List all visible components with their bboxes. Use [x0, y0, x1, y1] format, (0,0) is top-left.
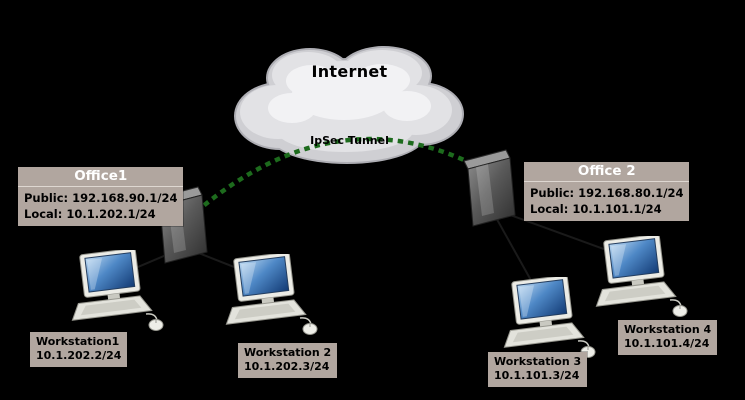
router-icon-office2: [463, 149, 516, 227]
workstation4-ip: 10.1.101.4/24: [624, 337, 710, 351]
workstation4-name: Workstation 4: [624, 323, 712, 336]
workstation1-name: Workstation1: [36, 335, 120, 348]
workstation3-icon: [496, 277, 596, 359]
office2-title: Office 2: [524, 162, 690, 182]
internet-cloud-icon: [234, 46, 464, 164]
ipsec-tunnel-label: IpSec Tunnel: [310, 134, 389, 147]
office1-local-ip: Local: 10.1.202.1/24: [24, 207, 156, 222]
internet-label: Internet: [311, 62, 388, 81]
ipsec-tunnel-line: [194, 136, 490, 214]
workstation4-icon: [588, 236, 688, 318]
workstation1-icon: [64, 250, 164, 332]
workstation1-ip: 10.1.202.2/24: [36, 349, 122, 363]
office2-panel: Office 2 Public: 192.168.80.1/24 Local: …: [524, 162, 690, 222]
workstation2-ip: 10.1.202.3/24: [244, 360, 330, 374]
workstation2-label: Workstation 2 10.1.202.3/24: [238, 343, 338, 378]
office1-panel: Office1 Public: 192.168.90.1/24 Local: 1…: [18, 167, 184, 227]
office2-addresses: Public: 192.168.80.1/24 Local: 10.1.101.…: [524, 182, 689, 221]
office1-addresses: Public: 192.168.90.1/24 Local: 10.1.202.…: [18, 187, 183, 226]
workstation3-label: Workstation 3 10.1.101.3/24: [488, 352, 588, 387]
office1-public-ip: Public: 192.168.90.1/24: [24, 191, 178, 205]
workstation3-ip: 10.1.101.3/24: [494, 369, 580, 383]
workstation3-name: Workstation 3: [494, 355, 582, 368]
workstation4-label: Workstation 4 10.1.101.4/24: [618, 320, 718, 355]
workstation1-label: Workstation1 10.1.202.2/24: [30, 332, 128, 367]
workstation2-name: Workstation 2: [244, 346, 332, 359]
office2-public-ip: Public: 192.168.80.1/24: [530, 186, 684, 200]
workstation2-icon: [218, 254, 318, 336]
office1-title: Office1: [18, 167, 184, 187]
office2-local-ip: Local: 10.1.101.1/24: [530, 202, 662, 217]
